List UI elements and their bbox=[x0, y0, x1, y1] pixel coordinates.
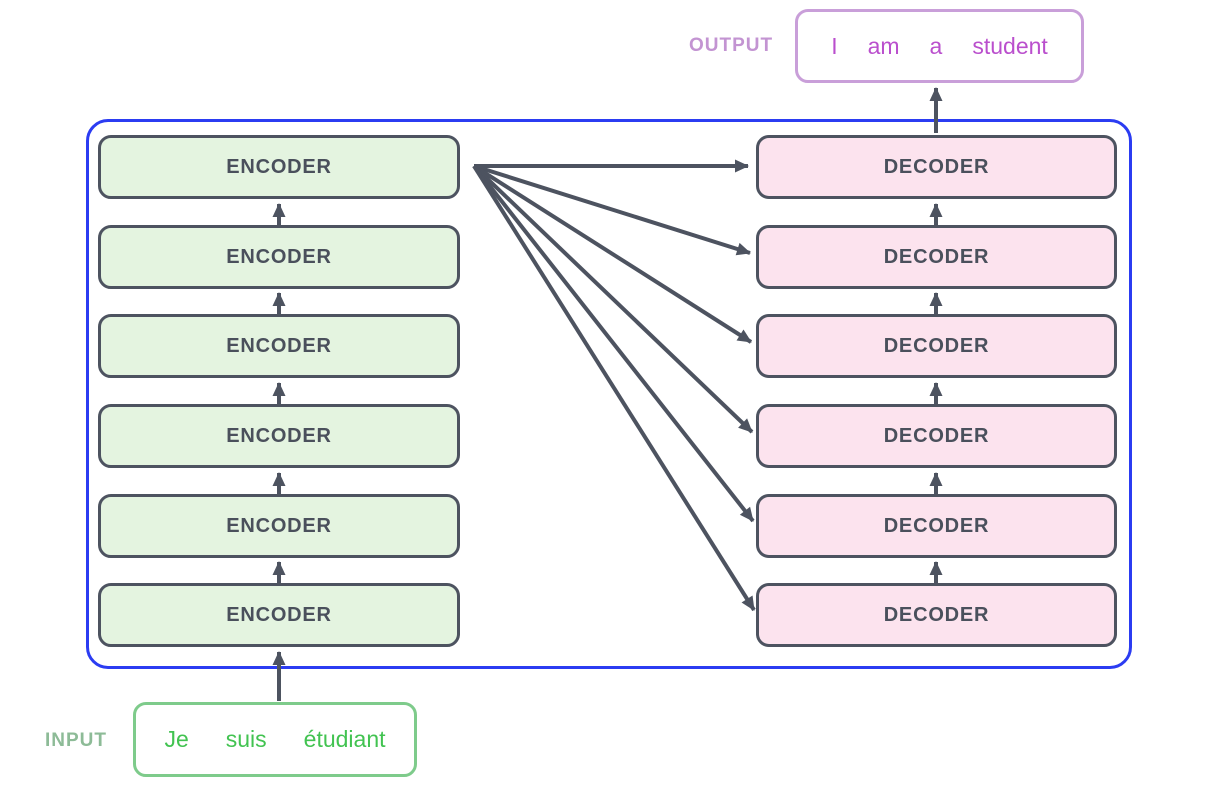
input-label: INPUT bbox=[45, 730, 107, 751]
encoder-block-6: ENCODER bbox=[98, 135, 460, 199]
input-word: suis bbox=[225, 726, 267, 752]
output-word: student bbox=[972, 32, 1048, 59]
encoder-block-3: ENCODER bbox=[98, 404, 460, 468]
input-word: étudiant bbox=[303, 726, 386, 752]
encoder-block-2: ENCODER bbox=[98, 494, 460, 558]
encoder-block-4: ENCODER bbox=[98, 314, 460, 378]
decoder-block-3: DECODER bbox=[756, 404, 1117, 468]
decoder-block-2: DECODER bbox=[756, 494, 1117, 558]
output-box: I am a student bbox=[795, 9, 1084, 83]
decoder-block-1: DECODER bbox=[756, 583, 1117, 647]
decoder-block-4: DECODER bbox=[756, 314, 1117, 378]
output-word: I bbox=[831, 32, 838, 59]
output-word: am bbox=[867, 32, 900, 59]
encoder-block-5: ENCODER bbox=[98, 225, 460, 289]
decoder-block-6: DECODER bbox=[756, 135, 1117, 199]
output-label: OUTPUT bbox=[689, 35, 774, 56]
output-word: a bbox=[929, 32, 943, 59]
input-word: Je bbox=[164, 726, 189, 752]
decoder-block-5: DECODER bbox=[756, 225, 1117, 289]
encoder-block-1: ENCODER bbox=[98, 583, 460, 647]
input-box: Je suis étudiant bbox=[133, 702, 417, 777]
